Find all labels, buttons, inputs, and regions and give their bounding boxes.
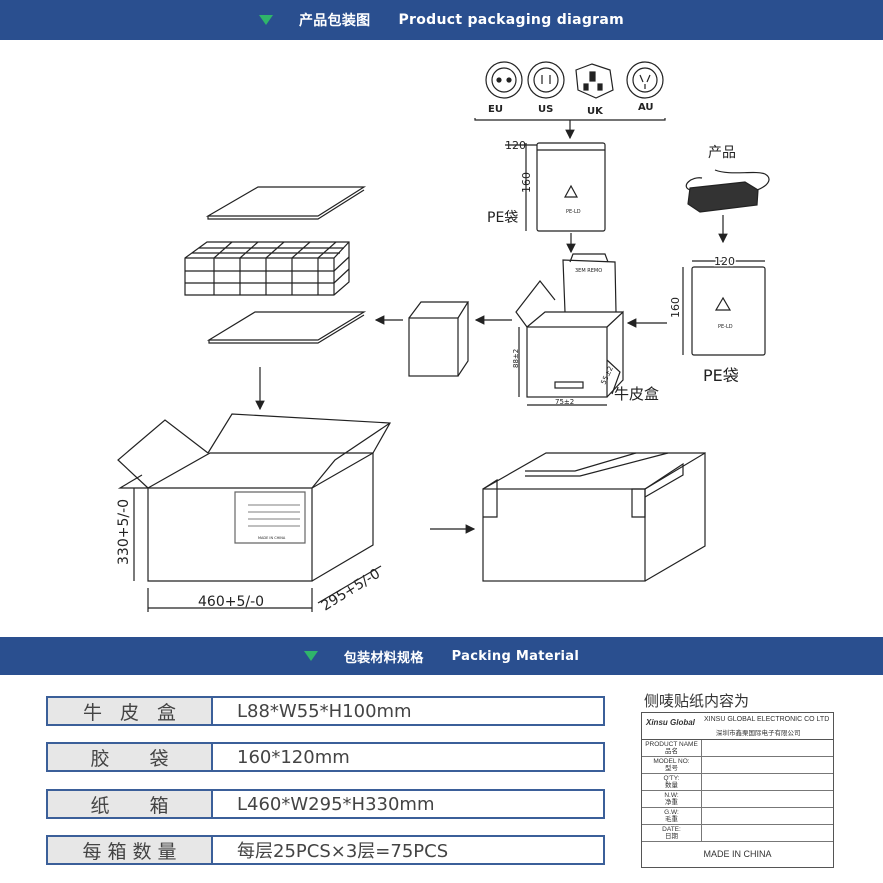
pe-bag-top: [536, 142, 606, 232]
side-label-sheet: Xinsu Global XINSU GLOBAL ELECTRONIC CO …: [641, 712, 834, 868]
banner-title-zh: 产品包装图: [298, 13, 371, 29]
banner-title-en: Packing Material: [451, 648, 580, 664]
spec-label: 每箱数量: [48, 837, 213, 863]
adapter-icon: [685, 169, 770, 213]
label-row: DATE:日期: [642, 825, 833, 842]
pe-bag-label: PE袋: [487, 210, 518, 226]
label-header: Xinsu Global XINSU GLOBAL ELECTRONIC CO …: [642, 713, 833, 740]
carton-side-label: [234, 491, 306, 544]
triangle-icon: [303, 651, 318, 661]
banner-title-en: Product packaging diagram: [398, 12, 625, 28]
plug-label: UK: [587, 106, 604, 117]
spec-label: 胶袋: [48, 744, 213, 770]
company-name-zh: 深圳市鑫栗国际电子有限公司: [716, 729, 801, 737]
carton-closed: [482, 451, 706, 582]
dim-height-label: 330+5/-0: [116, 499, 132, 565]
pe-bag-label: PE袋: [703, 366, 739, 385]
kraft-box: [515, 253, 624, 398]
company-logo: Xinsu Global: [646, 718, 695, 727]
plug-au-icon: [626, 61, 664, 99]
recycle-icon: [714, 296, 732, 311]
dim-width-label: 120: [505, 139, 526, 152]
spec-row-bag: 胶袋 160*120mm: [46, 742, 605, 772]
spec-row-carton: 纸箱 L460*W295*H330mm: [46, 789, 605, 819]
svg-text:3EM REMO: 3EM REMO: [575, 268, 602, 274]
packaging-diagram: EU US UK AU 120 160 PE-LD PE袋 产品 120 160…: [116, 61, 770, 615]
spec-value: L88*W55*H100mm: [237, 700, 412, 722]
svg-text:PE-LD: PE-LD: [718, 324, 733, 330]
dim-label: 88±2: [512, 349, 520, 368]
dim-length-label: 460+5/-0: [198, 594, 264, 610]
bottom-board: [206, 311, 367, 341]
spec-label: 纸箱: [48, 791, 213, 817]
label-row: G.W:毛重: [642, 808, 833, 825]
product-label: 产品: [708, 145, 736, 161]
spec-label: 牛皮盒: [48, 698, 213, 724]
svg-text:MADE IN CHINA: MADE IN CHINA: [258, 536, 286, 540]
label-footer: MADE IN CHINA: [703, 849, 772, 859]
carton-open: [117, 413, 391, 582]
dim-height-label: 160: [520, 172, 533, 193]
dim-label: 75±2: [555, 398, 574, 406]
company-name-en: XINSU GLOBAL ELECTRONIC CO LTD: [704, 716, 830, 723]
dim-depth-label: 295+5/-0: [319, 566, 383, 615]
dim-height-label: 160: [669, 297, 682, 318]
spec-value: 每层25PCS×3层=75PCS: [237, 841, 449, 862]
plug-label: EU: [488, 104, 503, 115]
banner-title-zh: 包装材料规格: [343, 650, 424, 666]
pe-bag-right: [691, 266, 766, 356]
plug-eu-icon: [485, 61, 523, 99]
plug-uk-icon: [575, 63, 614, 99]
label-row: N.W:净重: [642, 791, 833, 808]
plug-label: AU: [638, 102, 654, 113]
side-label-title: 侧唛贴纸内容为: [644, 692, 750, 710]
dim-label: 55±2: [600, 365, 615, 386]
plug-us-icon: [527, 61, 565, 99]
box-grid: [184, 241, 350, 296]
spec-value: 160*120mm: [237, 746, 350, 768]
recycle-icon: [563, 184, 579, 198]
label-row: Q'TY:数量: [642, 774, 833, 791]
packing-material-banner: 包装材料规格 Packing Material: [0, 637, 883, 675]
top-board: [205, 186, 367, 217]
plug-label: US: [538, 104, 553, 115]
label-row: MODEL NO:型号: [642, 757, 833, 774]
triangle-icon: [258, 15, 273, 25]
dim-width-label: 120: [714, 255, 735, 268]
svg-text:PE-LD: PE-LD: [566, 209, 581, 215]
kraft-box-label: 牛皮盒: [614, 385, 659, 403]
header-banner: 产品包装图 Product packaging diagram: [0, 0, 883, 40]
closed-box: [408, 301, 470, 377]
spec-value: L460*W295*H330mm: [237, 793, 435, 815]
spec-row-quantity: 每箱数量 每层25PCS×3层=75PCS: [46, 835, 605, 865]
spec-row-kraft-box: 牛皮盒 L88*W55*H100mm: [46, 696, 605, 726]
